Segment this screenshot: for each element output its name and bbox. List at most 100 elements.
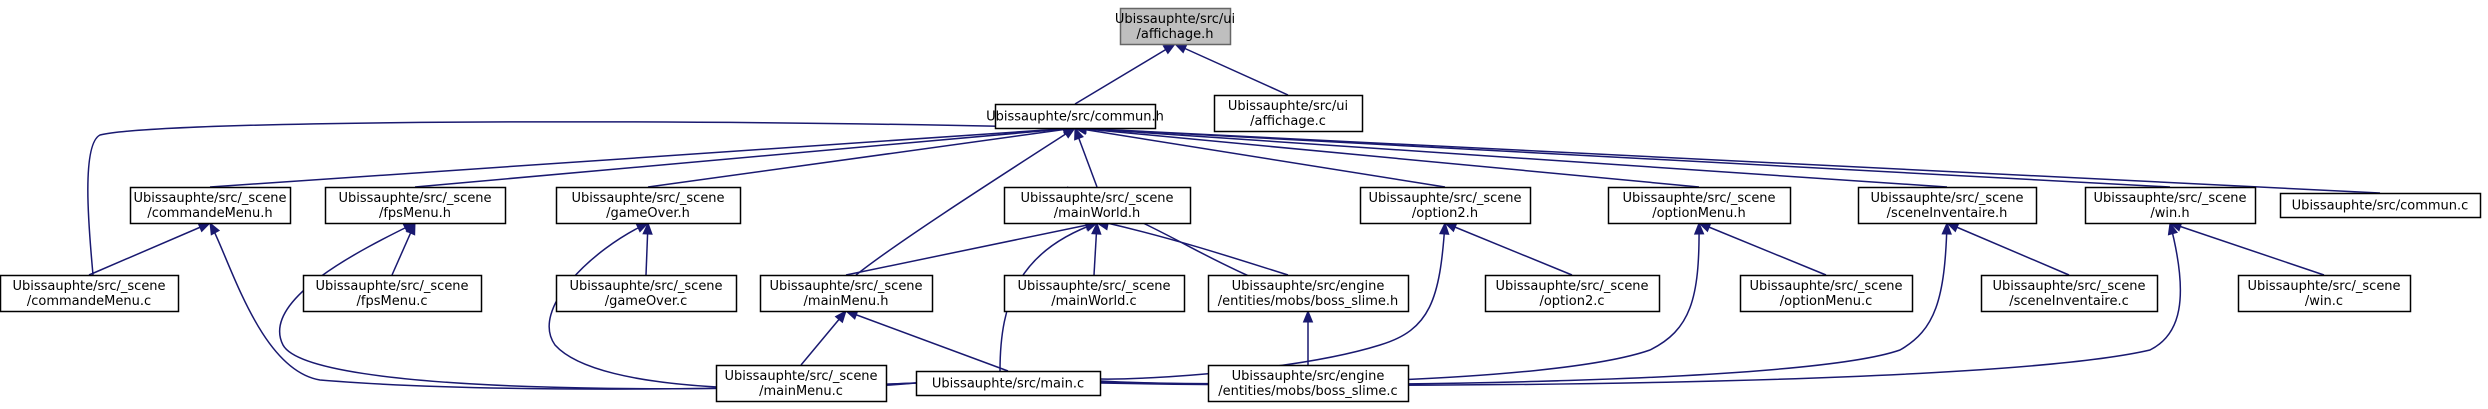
- node-label: Ubissauphte/src/_scene: [2247, 279, 2400, 294]
- node-box: [759, 274, 934, 313]
- node-affichage-c[interactable]: Ubissauphte/src/ui/affichage.c: [1213, 94, 1364, 133]
- node-label: Ubissauphte/src/_scene: [569, 279, 722, 294]
- node-win-c[interactable]: Ubissauphte/src/_scene/win.c: [2237, 274, 2412, 313]
- node-box: [1003, 274, 1186, 313]
- node-mainWorld-c[interactable]: Ubissauphte/src/_scene/mainWorld.c: [1003, 274, 1186, 313]
- include-edge-commun-h-to-optionMenu-h: [1074, 127, 1700, 188]
- node-box: [1359, 186, 1532, 225]
- include-edge-affichage-h-to-commun-h: [1074, 43, 1176, 105]
- node-box: [1003, 186, 1192, 225]
- node-box: [1207, 364, 1410, 403]
- edge-arrowhead: [1693, 221, 1705, 235]
- node-label: Ubissauphte/src/_scene: [1368, 191, 1521, 206]
- node-box: [915, 370, 1102, 397]
- node-box: [1980, 274, 2159, 313]
- node-box: [129, 186, 292, 225]
- node-label: /win.c: [2305, 294, 2343, 309]
- nodes-layer: Ubissauphte/src/ui/affichage.hUbissaupht…: [0, 7, 2482, 403]
- node-win-h[interactable]: Ubissauphte/src/_scene/win.h: [2084, 186, 2257, 225]
- node-label: Ubissauphte/src/_scene: [1017, 279, 1170, 294]
- include-edge-commun-h-to-mainMenu-h: [855, 127, 1076, 276]
- node-label: Ubissauphte/src/_scene: [1020, 191, 1173, 206]
- node-commandeMenu-c[interactable]: Ubissauphte/src/_scene/commandeMenu.c: [0, 274, 180, 313]
- node-mainWorld-h[interactable]: Ubissauphte/src/_scene/mainWorld.h: [1003, 186, 1192, 225]
- node-sceneInventaire-c[interactable]: Ubissauphte/src/_scene/sceneInventaire.c: [1980, 274, 2159, 313]
- edge-arrowhead: [2167, 221, 2178, 236]
- node-label: /sceneInventaire.h: [1887, 206, 2008, 221]
- edge-arrowhead: [1439, 221, 1450, 235]
- node-box: [715, 364, 888, 403]
- node-option2-h[interactable]: Ubissauphte/src/_scene/option2.h: [1359, 186, 1532, 225]
- edge-arrowhead: [1162, 43, 1177, 55]
- node-label: Ubissauphte/src/_scene: [1992, 279, 2145, 294]
- node-box: [1207, 274, 1410, 313]
- node-commandeMenu-h[interactable]: Ubissauphte/src/_scene/commandeMenu.h: [129, 186, 292, 225]
- edge-arrowhead: [1091, 221, 1102, 235]
- include-edge-commun-h-to-fpsMenu-h: [414, 127, 1076, 188]
- node-label: Ubissauphte/src/_scene: [133, 191, 286, 206]
- node-label: Ubissauphte/src/engine: [1232, 279, 1385, 294]
- node-label: Ubissauphte/src/_scene: [1495, 279, 1648, 294]
- node-commun-c[interactable]: Ubissauphte/src/commun.c: [2279, 192, 2482, 219]
- include-edge-commun-h-to-commun-c: [1074, 127, 2381, 194]
- node-main-c[interactable]: Ubissauphte/src/main.c: [915, 370, 1102, 397]
- node-label: Ubissauphte/src/commun.h: [986, 110, 1164, 125]
- node-label: Ubissauphte/src/_scene: [571, 191, 724, 206]
- node-fpsMenu-h[interactable]: Ubissauphte/src/_scene/fpsMenu.h: [324, 186, 507, 225]
- node-box: [1607, 186, 1792, 225]
- include-edge-optionMenu-h-to-optionMenu-c: [1698, 222, 1827, 276]
- include-edge-mainMenu-h-to-mainMenu-c: [800, 310, 847, 366]
- include-edge-commun-h-to-commandeMenu-c: [87, 121, 1074, 276]
- include-edge-commun-h-to-option2-h: [1074, 127, 1446, 188]
- node-box: [2084, 186, 2257, 225]
- include-edge-commandeMenu-h-to-commandeMenu-c: [88, 222, 211, 276]
- node-gameOver-h[interactable]: Ubissauphte/src/_scene/gameOver.h: [555, 186, 742, 225]
- edge-arrowhead: [209, 221, 221, 236]
- include-edge-commun-h-to-gameOver-h: [647, 127, 1076, 188]
- node-mainMenu-c[interactable]: Ubissauphte/src/_scene/mainMenu.c: [715, 364, 888, 403]
- node-gameOver-c[interactable]: Ubissauphte/src/_scene/gameOver.c: [555, 274, 738, 313]
- node-box: [1484, 274, 1661, 313]
- node-label: Ubissauphte/src/main.c: [932, 377, 1084, 392]
- edge-arrowhead: [1302, 309, 1314, 323]
- node-boss-slime-c[interactable]: Ubissauphte/src/engine/entities/mobs/bos…: [1207, 364, 1410, 403]
- node-label: Ubissauphte/src/_scene: [1870, 191, 2023, 206]
- node-label: /gameOver.c: [605, 294, 688, 309]
- node-optionMenu-h[interactable]: Ubissauphte/src/_scene/optionMenu.h: [1607, 186, 1792, 225]
- node-label: /commandeMenu.h: [147, 206, 272, 221]
- node-box: [555, 186, 742, 225]
- node-commun-h[interactable]: Ubissauphte/src/commun.h: [986, 103, 1164, 130]
- node-label: /entities/mobs/boss_slime.h: [1218, 294, 1399, 309]
- node-box: [0, 274, 180, 313]
- node-box: [324, 186, 507, 225]
- node-fpsMenu-c[interactable]: Ubissauphte/src/_scene/fpsMenu.c: [302, 274, 483, 313]
- node-sceneInventaire-h[interactable]: Ubissauphte/src/_scene/sceneInventaire.h: [1857, 186, 2038, 225]
- edge-arrowhead: [1941, 221, 1952, 235]
- node-label: /optionMenu.h: [1652, 206, 1746, 221]
- node-affichage-h[interactable]: Ubissauphte/src/ui/affichage.h: [1115, 7, 1235, 46]
- edge-arrowhead: [1062, 127, 1077, 139]
- node-box: [1857, 186, 2038, 225]
- node-box: [302, 274, 483, 313]
- node-label: Ubissauphte/src/ui: [1115, 12, 1235, 27]
- node-option2-c[interactable]: Ubissauphte/src/_scene/option2.c: [1484, 274, 1661, 313]
- include-edge-commun-h-to-commandeMenu-h: [209, 127, 1076, 188]
- edge-arrowhead: [197, 222, 212, 233]
- include-edge-commun-h-to-sceneInventaire-h: [1074, 127, 1948, 188]
- include-edge-sceneInventaire-h-to-sceneInventaire-c: [1946, 222, 2070, 276]
- include-edge-mainWorld-h-to-mainMenu-h: [845, 222, 1098, 276]
- include-edge-mainWorld-h-to-boss-slime-h: [1106, 222, 1289, 276]
- node-mainMenu-h[interactable]: Ubissauphte/src/_scene/mainMenu.h: [759, 274, 934, 313]
- include-edge-win-h-to-win-c: [2169, 222, 2325, 276]
- node-label: Ubissauphte/src/_scene: [12, 279, 165, 294]
- node-label: /mainWorld.h: [1054, 206, 1141, 221]
- node-box: [1739, 274, 1914, 313]
- include-edge-affichage-h-to-affichage-c: [1174, 43, 1289, 96]
- node-box: [2237, 274, 2412, 313]
- node-boss-slime-h[interactable]: Ubissauphte/src/engine/entities/mobs/bos…: [1207, 274, 1410, 313]
- node-optionMenu-c[interactable]: Ubissauphte/src/_scene/optionMenu.c: [1739, 274, 1914, 313]
- node-box: [1119, 7, 1232, 46]
- node-label: /fpsMenu.c: [357, 294, 428, 309]
- edge-arrowhead: [834, 309, 847, 324]
